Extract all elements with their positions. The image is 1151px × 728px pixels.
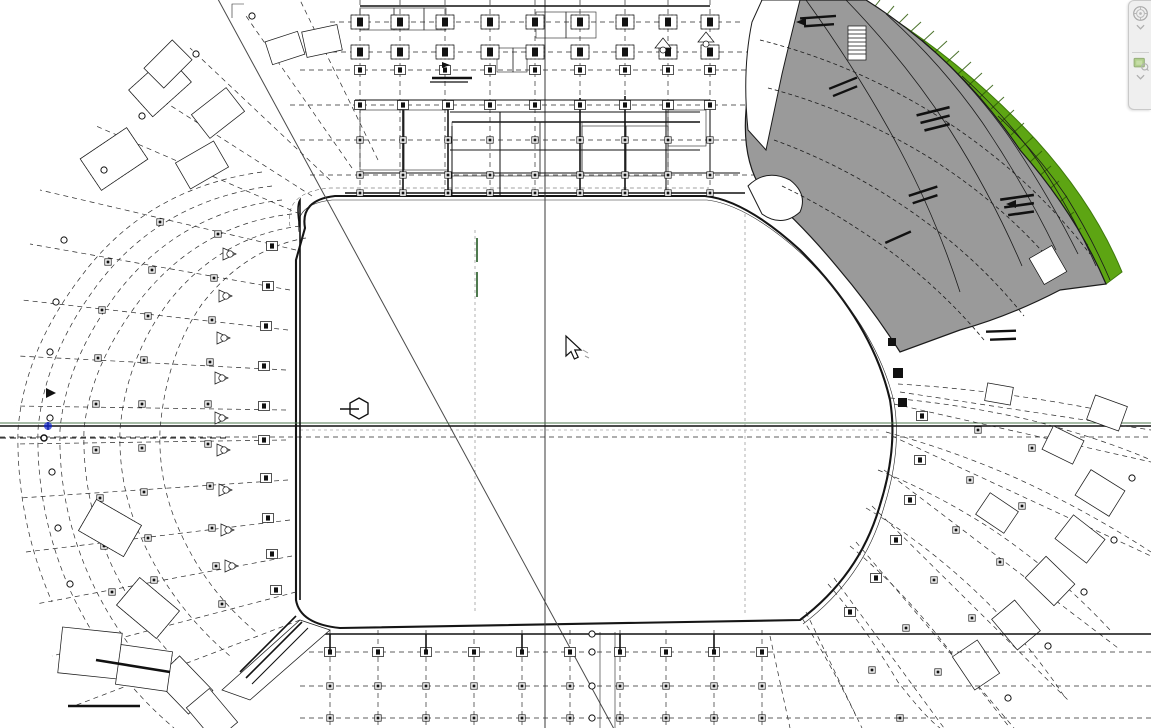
toolbar-item-navigation-wheel[interactable] (1130, 5, 1151, 51)
navigation-wheel-icon[interactable] (1132, 5, 1149, 22)
toolbar-divider (1131, 52, 1149, 53)
level-line-grip[interactable] (44, 422, 52, 430)
selection-gray-deck (744, 0, 1111, 353)
chevron-down-icon[interactable] (1135, 24, 1145, 30)
chevron-down-icon[interactable] (1135, 74, 1145, 80)
toolbar-item-visibility-graphics[interactable] (1130, 55, 1151, 101)
visibility-graphics-icon[interactable] (1132, 55, 1149, 72)
view-control-toolbar[interactable] (1128, 0, 1151, 110)
section-head-circle-icon[interactable] (340, 397, 369, 420)
